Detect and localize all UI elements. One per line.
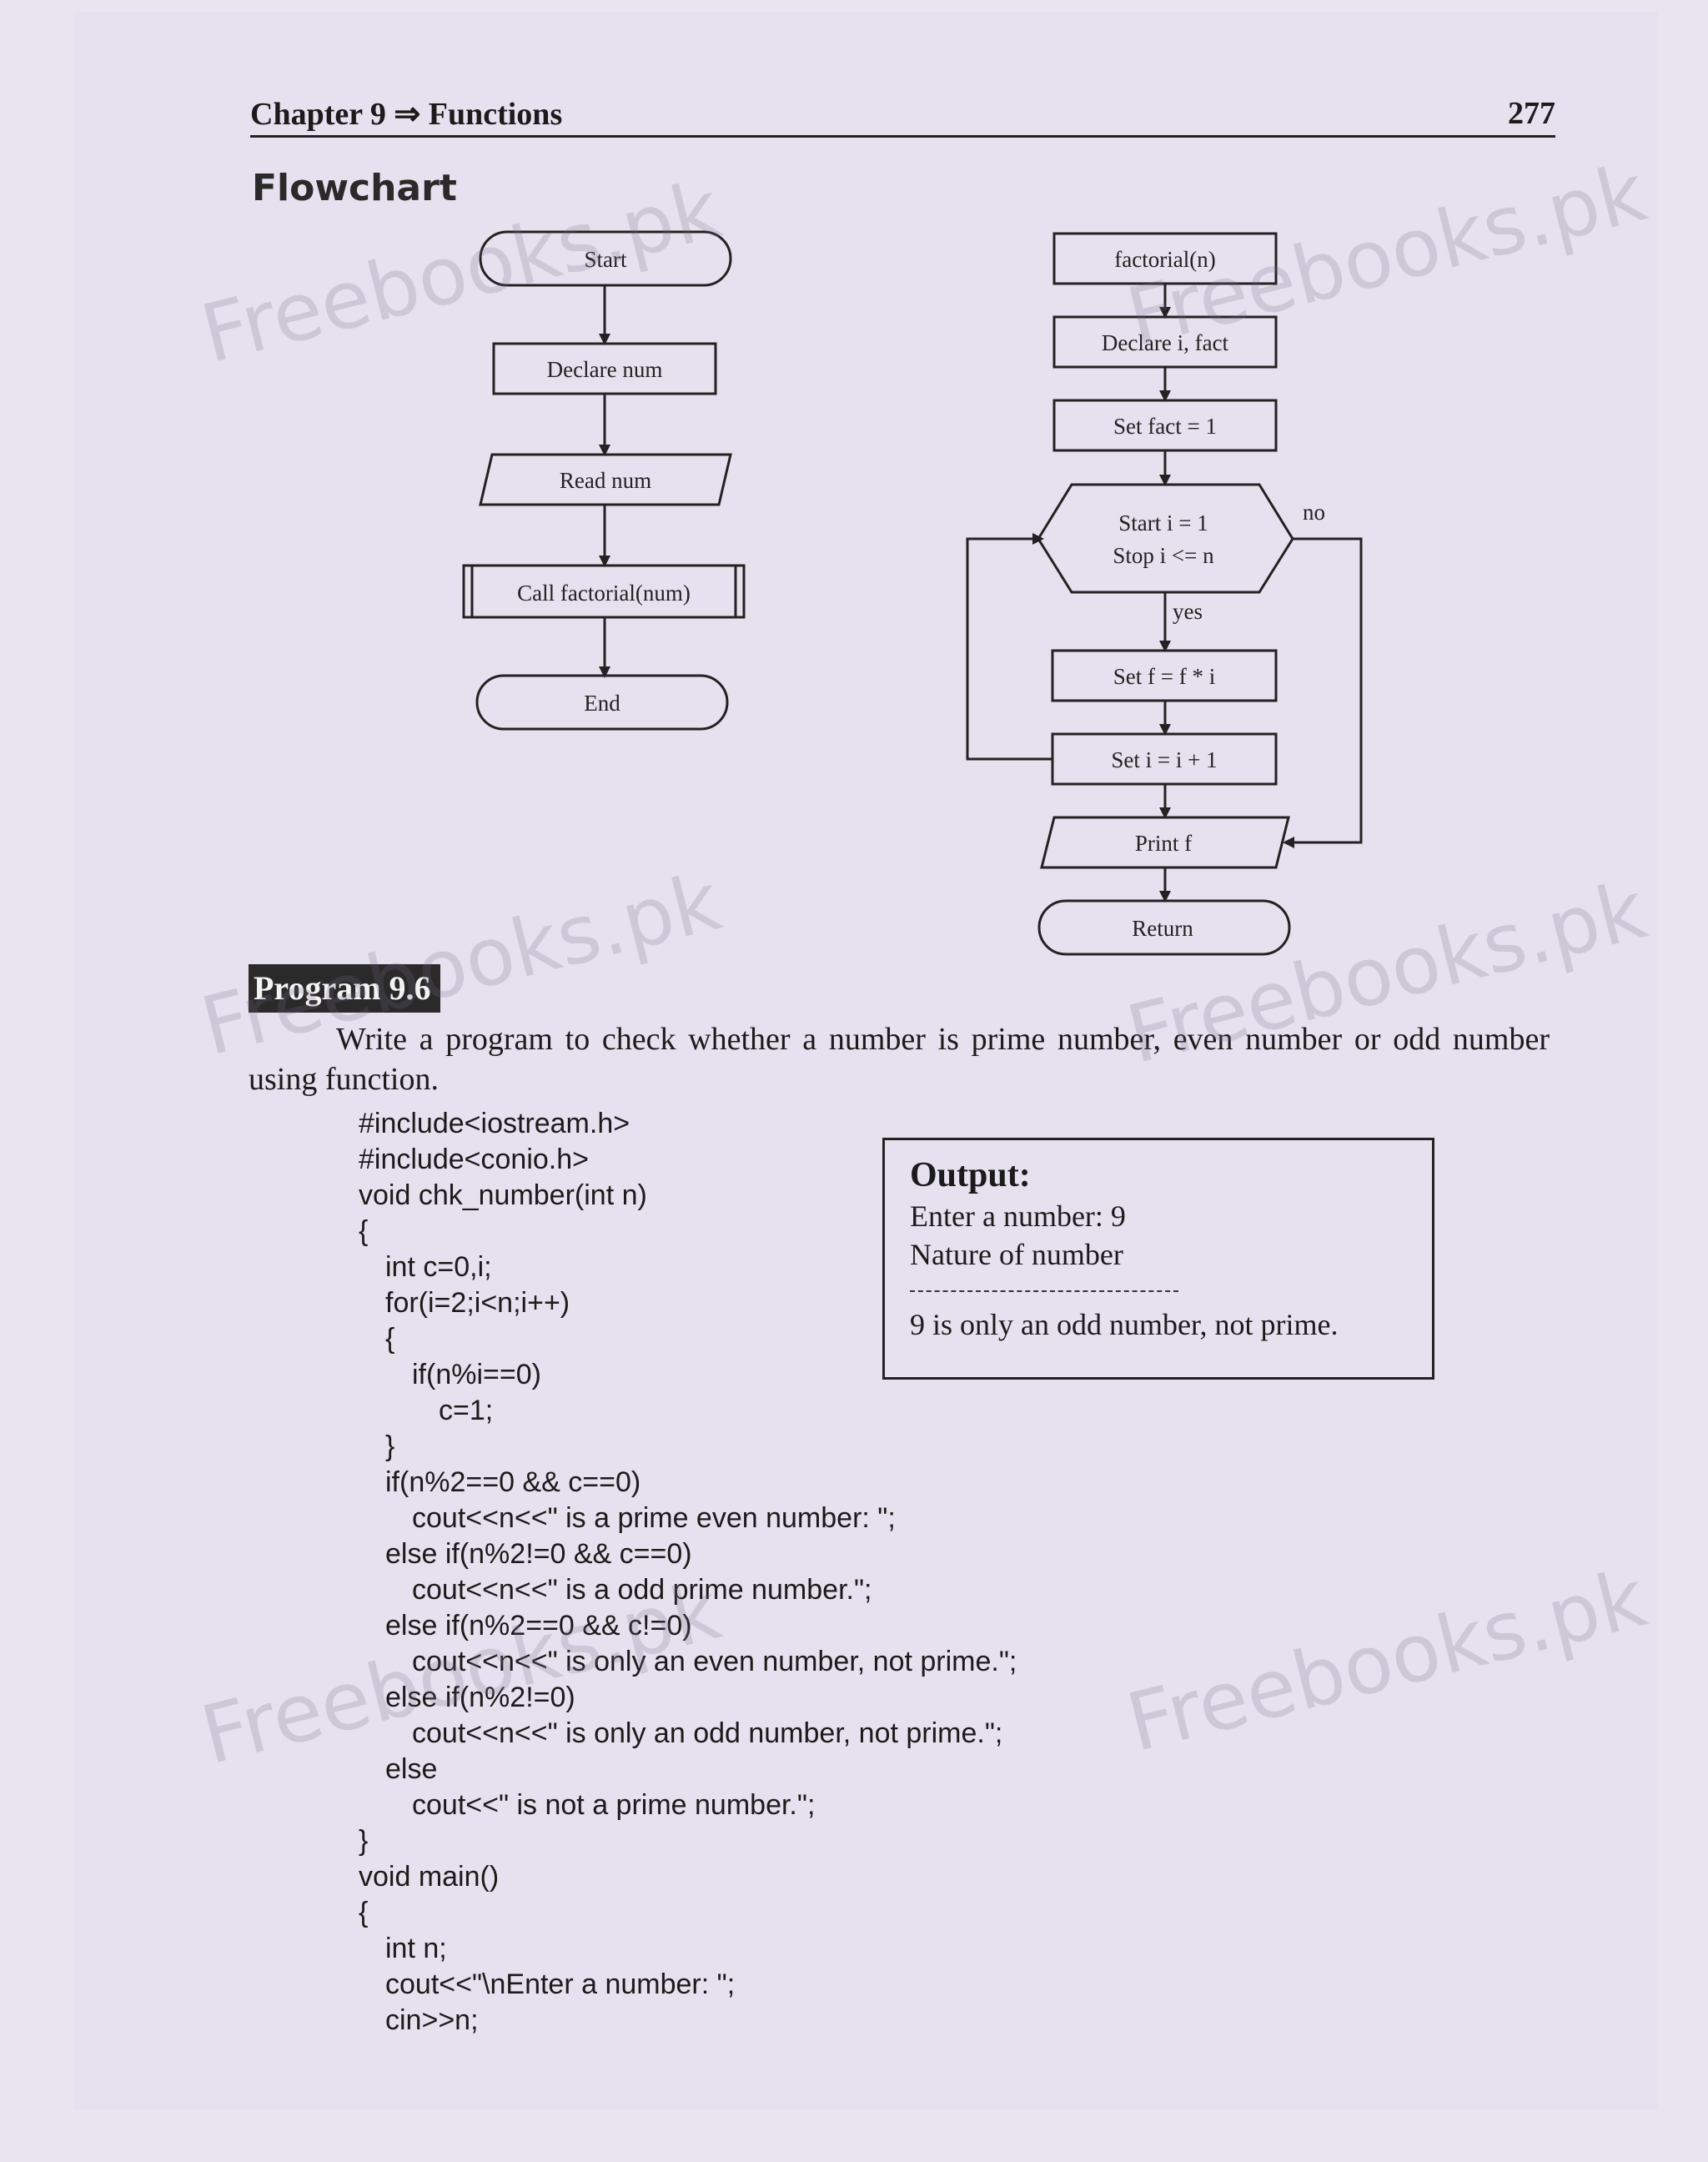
declare-num-label: Declare num [547,357,663,382]
end-label: End [584,691,620,716]
output-line-2: Nature of number [910,1238,1123,1271]
no-label: no [1303,500,1325,525]
print-f-parallelogram [1040,816,1290,869]
output-line-1: Enter a number: 9 [910,1199,1126,1233]
declare-i-fact-label: Declare i, fact [1102,330,1229,355]
code-line: for(i=2;i<n;i++) [385,1287,570,1319]
code-line: cout<<" is not a prime number."; [412,1789,816,1821]
code-line: #include<iostream.h> [359,1108,630,1139]
output-divider [910,1290,1178,1292]
code-line: int c=0,i; [385,1251,492,1283]
code-line: { [359,1215,369,1247]
loop-hexagon [1037,483,1294,594]
code-line: else [385,1753,438,1785]
page-background [73,12,1658,2109]
code-line: void main() [359,1861,500,1893]
code-line: c=1; [439,1395,494,1426]
end-terminal [475,674,729,731]
code-line: cin>>n; [385,2004,479,2036]
program-description: Write a program to check whether a numbe… [249,1022,1550,1097]
code-line: if(n%2==0 && c==0) [385,1466,641,1498]
loop-start-label: Start i = 1 [1118,510,1208,535]
code-line: else if(n%2==0 && c!=0) [385,1610,692,1642]
output-line-3: 9 is only an odd number, not prime. [910,1308,1339,1341]
code-line: { [359,1897,369,1928]
return-label: Return [1132,916,1193,941]
page-header: Chapter 9 ⇒ Functions 277 [250,92,1555,138]
return-terminal [1037,899,1291,956]
page-number: 277 [1508,96,1555,131]
loop-stop-label: Stop i <= n [1113,543,1214,568]
start-label: Start [585,247,627,272]
print-f-label: Print f [1135,831,1192,856]
code-line: else if(n%2!=0 && c==0) [385,1538,692,1570]
flowchart-title: Flowchart [252,167,457,209]
code-line: int n; [385,1933,447,1964]
read-num-label: Read num [560,468,651,493]
set-f-label: Set f = f * i [1113,664,1215,689]
code-line: } [385,1430,395,1462]
flowchart-diagram: Start Declare num Read num Call factoria… [462,230,1363,956]
code-line: cout<<n<<" is only an even number, not p… [412,1646,1017,1677]
code-line: { [385,1323,395,1355]
program-badge: Program 9.6 [249,964,440,1013]
code-line: #include<conio.h> [359,1144,590,1175]
read-num-parallelogram [479,453,732,506]
code-line: cout<<n<<" is a odd prime number."; [412,1574,872,1606]
code-line: if(n%i==0) [412,1359,541,1390]
code-line: cout<<n<<" is only an odd number, not pr… [412,1717,1003,1749]
code-line: cout<<n<<" is a prime even number: "; [412,1502,896,1534]
set-fact-label: Set fact = 1 [1113,414,1217,439]
code-line: else if(n%2!=0) [385,1682,575,1713]
output-box: Output: Enter a number: 9 Nature of numb… [882,1138,1434,1380]
output-title: Output: [910,1156,1031,1194]
factorial-func-label: factorial(n) [1114,247,1215,272]
code-line: } [359,1825,369,1857]
chapter-title: Chapter 9 ⇒ Functions [250,97,563,132]
code-line: cout<<"\nEnter a number: "; [385,1968,736,2000]
yes-label: yes [1173,599,1203,624]
code-line: void chk_number(int n) [359,1179,647,1211]
call-factorial-label: Call factorial(num) [517,581,691,606]
set-i-label: Set i = i + 1 [1111,747,1217,772]
